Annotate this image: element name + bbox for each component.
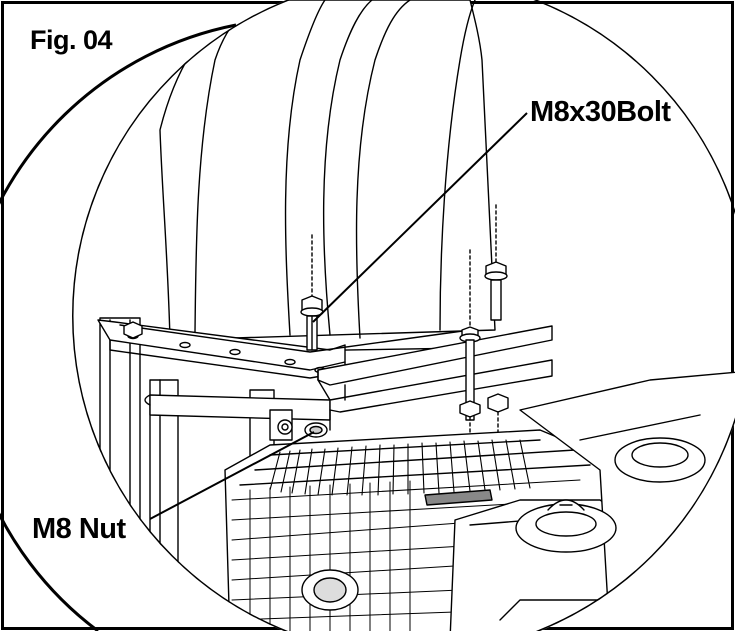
- nut-leader-line: [149, 431, 315, 520]
- detail-view: [97, 0, 735, 631]
- bolt-leader-line: [312, 112, 528, 323]
- figure-title: Fig. 04: [30, 25, 113, 55]
- bolt-right: [484, 204, 508, 321]
- bolt-callout: M8x30Bolt: [530, 96, 671, 128]
- side-plates: [317, 325, 553, 431]
- nut-callout: M8 Nut: [32, 513, 126, 545]
- detail-circle-edge: [0, 23, 237, 631]
- plate-corner-bolt: [123, 321, 143, 339]
- side-bracket: [269, 409, 293, 441]
- nuts-lower: [459, 393, 509, 441]
- chute-cover: [159, 0, 496, 361]
